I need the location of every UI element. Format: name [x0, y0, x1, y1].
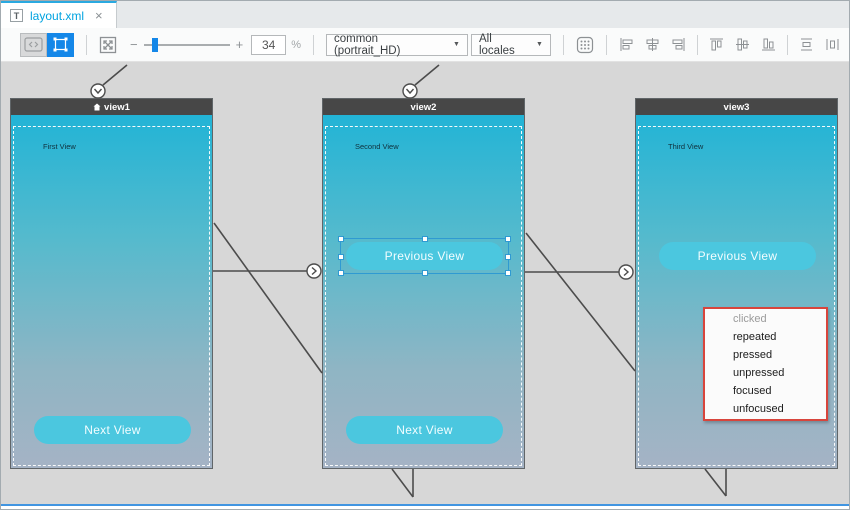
tab-close-icon[interactable]: ×: [95, 8, 103, 23]
event-state-popup: clicked repeated pressed unpressed focus…: [703, 307, 828, 421]
editor-toolbar: − + 34 % common (portrait_HD) ▼ All loca…: [1, 28, 849, 62]
distribute-vertical-icon: [800, 38, 812, 51]
align-top-button[interactable]: [709, 37, 724, 52]
view2-content-bounds: [325, 126, 522, 466]
toolbar-separator: [562, 34, 564, 55]
align-bottom-icon: [761, 38, 775, 51]
selection-handle[interactable]: [505, 254, 511, 260]
design-view-button[interactable]: [47, 32, 74, 57]
configuration-value: common (portrait_HD): [333, 32, 401, 57]
transition-arrow-view3: [618, 264, 634, 280]
zoom-unit-label: %: [291, 38, 301, 51]
source-view-button[interactable]: [20, 32, 47, 57]
align-top-icon: [709, 38, 723, 51]
view1-header[interactable]: view1: [11, 99, 212, 115]
view2-entry-marker: [402, 83, 418, 99]
design-canvas[interactable]: view1 First View Next View view2 Second …: [1, 62, 849, 504]
view1-frame[interactable]: view1 First View Next View: [10, 98, 213, 469]
popup-item-unpressed[interactable]: unpressed: [733, 367, 785, 379]
view2-header[interactable]: view2: [323, 99, 524, 115]
align-left-button[interactable]: [619, 37, 634, 52]
align-center-icon: [646, 38, 659, 51]
zoom-value-input[interactable]: 34: [251, 34, 287, 55]
locales-dropdown[interactable]: All locales ▼: [470, 32, 551, 57]
view2-body[interactable]: Second View Previous View Next View: [323, 115, 524, 468]
selection-handle[interactable]: [338, 270, 344, 276]
view1-content-bounds: [13, 126, 210, 466]
file-type-icon: T: [10, 9, 23, 22]
view3-title: view3: [723, 101, 750, 113]
align-bottom-button[interactable]: [761, 37, 776, 52]
view1-body[interactable]: First View Next View: [11, 115, 212, 468]
transition-arrow-view2: [306, 263, 322, 279]
toolbar-separator: [696, 34, 698, 55]
distribute-horizontal-button[interactable]: [825, 37, 840, 52]
chevron-down-icon: ▼: [536, 41, 543, 48]
view2-title: view2: [410, 101, 437, 113]
home-icon: [93, 103, 101, 111]
tab-bar: T layout.xml ×: [1, 1, 849, 28]
tab-title: layout.xml: [30, 8, 85, 23]
view1-next-view-button[interactable]: Next View: [34, 416, 191, 444]
popup-item-pressed[interactable]: pressed: [733, 349, 773, 361]
zoom-slider[interactable]: [143, 37, 230, 52]
view2-next-view-button[interactable]: Next View: [346, 416, 503, 444]
fit-to-screen-button[interactable]: [99, 36, 117, 54]
selection-handle[interactable]: [505, 270, 511, 276]
distribute-horizontal-icon: [826, 39, 839, 50]
popup-item-focused[interactable]: focused: [733, 385, 772, 397]
view2-text-widget[interactable]: Second View: [355, 142, 399, 151]
fit-to-screen-icon: [99, 36, 117, 53]
view3-text-widget[interactable]: Third View: [668, 142, 704, 151]
tab-layout-xml[interactable]: T layout.xml ×: [1, 1, 117, 28]
alignment-tools: [619, 34, 840, 55]
bottom-filler: [1, 506, 849, 509]
toolbar-separator: [312, 34, 314, 55]
view1-entry-marker: [90, 83, 106, 99]
align-right-icon: [672, 38, 685, 51]
zoom-out-button[interactable]: −: [130, 37, 138, 52]
toolbar-separator: [605, 34, 607, 55]
view2-previous-view-button[interactable]: Previous View: [346, 242, 503, 270]
popup-item-repeated[interactable]: repeated: [733, 331, 777, 343]
zoom-slider-track: [143, 43, 230, 46]
popup-item-clicked[interactable]: clicked: [733, 313, 767, 325]
align-left-icon: [620, 38, 633, 51]
distribute-vertical-button[interactable]: [799, 37, 814, 52]
design-view-icon: [53, 37, 68, 52]
selection-handle[interactable]: [422, 270, 428, 276]
source-view-icon: [24, 37, 43, 52]
align-center-button[interactable]: [645, 37, 660, 52]
locales-value: All locales: [478, 32, 515, 57]
canvas-bottom-accent: [1, 504, 849, 506]
zoom-slider-handle[interactable]: [151, 37, 158, 52]
view1-text-widget[interactable]: First View: [43, 142, 76, 151]
grid-icon: [576, 36, 594, 53]
zoom-in-button[interactable]: +: [235, 37, 244, 52]
toolbar-separator: [86, 34, 87, 55]
view3-previous-view-button[interactable]: Previous View: [659, 242, 816, 270]
popup-item-unfocused[interactable]: unfocused: [733, 403, 784, 415]
chevron-down-icon: ▼: [453, 41, 460, 48]
align-middle-icon: [735, 38, 749, 51]
selection-handle[interactable]: [338, 254, 344, 260]
grid-button[interactable]: [576, 36, 594, 54]
align-middle-button[interactable]: [735, 37, 750, 52]
view2-frame[interactable]: view2 Second View Previous View Next Vie…: [322, 98, 525, 469]
selection-handle[interactable]: [505, 236, 511, 242]
view3-header[interactable]: view3: [636, 99, 837, 115]
selection-handle[interactable]: [338, 236, 344, 242]
toolbar-separator: [786, 34, 788, 55]
align-right-button[interactable]: [671, 37, 686, 52]
view1-title: view1: [104, 101, 130, 113]
configuration-dropdown[interactable]: common (portrait_HD) ▼: [325, 32, 468, 57]
